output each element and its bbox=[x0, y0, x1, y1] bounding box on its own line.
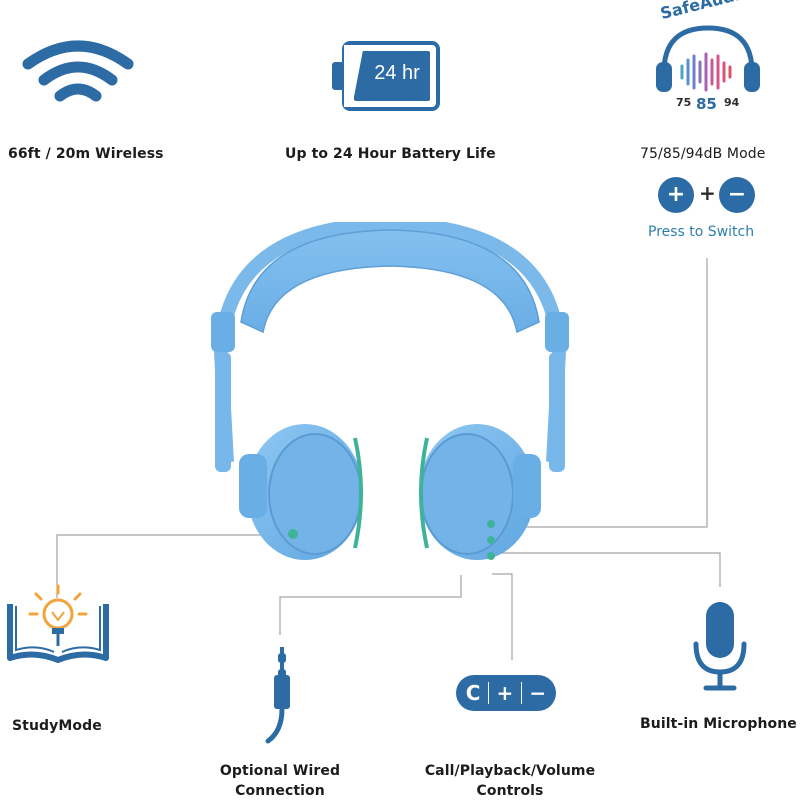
volume-plus-button[interactable]: + bbox=[658, 177, 694, 213]
controls-divider bbox=[488, 682, 489, 704]
audio-jack-icon bbox=[258, 645, 308, 745]
controls-minus-button[interactable]: − bbox=[529, 681, 547, 705]
studymode-label: StudyMode bbox=[12, 718, 102, 734]
safeaudio-level-75: 75 bbox=[676, 96, 692, 109]
battery-icon-text: 24 hr bbox=[374, 62, 420, 84]
wireless-label: 66ft / 20m Wireless bbox=[8, 146, 164, 162]
safeaudio-level-85: 85 bbox=[696, 95, 717, 113]
plus-joiner: + bbox=[699, 181, 716, 205]
book-lightbulb-icon bbox=[6, 584, 110, 668]
wired-label-line1: Optional Wired bbox=[219, 763, 341, 779]
microphone-label: Built-in Microphone bbox=[640, 716, 797, 732]
safeaudio-logo bbox=[648, 6, 768, 122]
press-to-switch-text: Press to Switch bbox=[648, 224, 755, 240]
wired-label-line2: Connection bbox=[235, 783, 325, 799]
controls-divider bbox=[520, 682, 522, 704]
battery-label: Up to 24 Hour Battery Life bbox=[285, 146, 496, 162]
headphones-image bbox=[205, 222, 575, 582]
microphone-icon bbox=[690, 600, 750, 692]
call-button[interactable]: C bbox=[465, 681, 481, 705]
controls-pill: C + − bbox=[456, 675, 556, 711]
controls-plus-button[interactable]: + bbox=[496, 681, 514, 705]
controls-label-line1: Call/Playback/Volume bbox=[424, 763, 596, 779]
controls-label-line2: Controls bbox=[476, 783, 544, 799]
battery-icon bbox=[330, 40, 442, 112]
wifi-icon bbox=[22, 38, 134, 110]
connector-wired bbox=[279, 575, 462, 635]
connector-studymode bbox=[56, 534, 262, 598]
connector-controls bbox=[492, 573, 513, 660]
safeaudio-label: 75/85/94dB Mode bbox=[640, 146, 766, 162]
connector-safeaudio bbox=[512, 258, 708, 528]
volume-minus-button[interactable]: − bbox=[719, 177, 755, 213]
connector-microphone bbox=[500, 552, 721, 587]
safeaudio-level-94: 94 bbox=[724, 96, 740, 109]
